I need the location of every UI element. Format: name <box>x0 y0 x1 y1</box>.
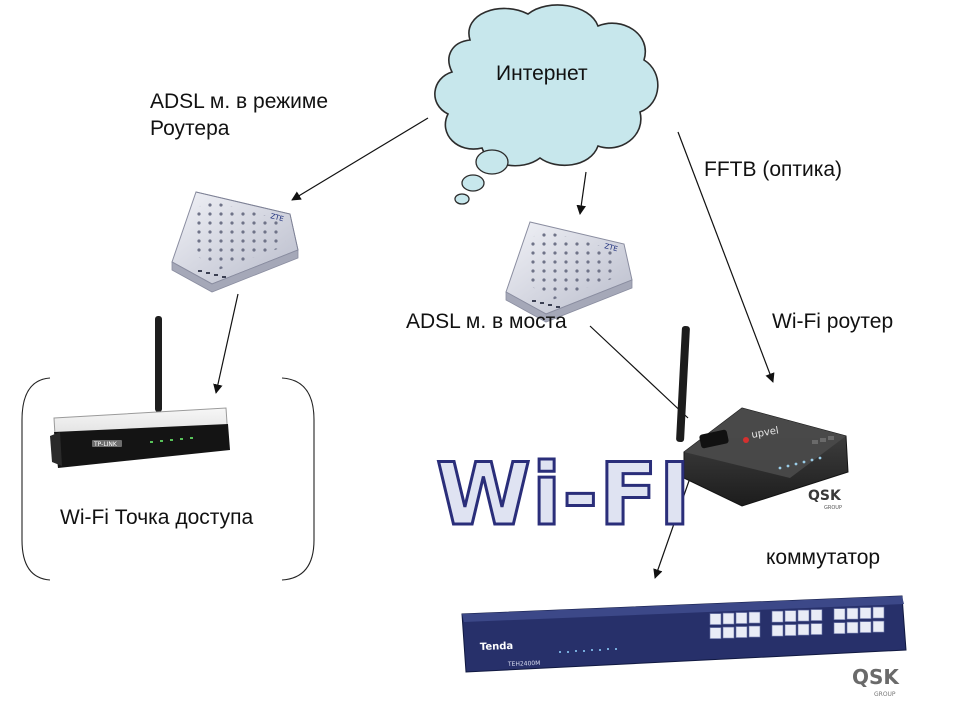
upvel-brand: upvel <box>751 425 780 441</box>
switch-port <box>872 620 885 633</box>
access-point-bracket <box>21 377 315 581</box>
qsk-logo-switch: QSK GROUP <box>852 665 900 698</box>
ap-antenna <box>155 316 162 412</box>
arrow-wifi-router-to-switch <box>653 477 691 579</box>
switch-port <box>771 610 784 623</box>
router-antenna <box>676 326 690 442</box>
qsk-logo-sub-1: GROUP <box>824 505 842 511</box>
switch-port <box>797 623 810 636</box>
switch-port <box>784 610 797 622</box>
connections <box>213 117 775 579</box>
qsk-logo-text-2: QSK <box>852 665 900 689</box>
switch-port <box>833 622 846 634</box>
switch-port <box>833 608 846 620</box>
upvel-wifi-router: upvel <box>676 326 849 507</box>
label-switch: коммутатор <box>766 546 881 569</box>
switch-port <box>859 621 872 633</box>
label-adsl-router-mode: ADSL м. в режиме Роутера <box>150 90 329 140</box>
cloud-shape <box>434 4 659 167</box>
switch-port <box>810 609 823 621</box>
switch-port <box>722 612 735 625</box>
tenda-switch: Tenda TEH2400M <box>461 595 907 673</box>
switch-port <box>735 626 748 638</box>
arrow-internet-to-adsl-router <box>291 117 429 201</box>
arrow-internet-to-wifi-router <box>677 131 775 383</box>
qsk-logo-router: QSK GROUP <box>808 488 842 511</box>
modem-brand-2: ZTE <box>604 242 619 253</box>
switch-port <box>846 607 859 620</box>
switch-port <box>797 609 810 622</box>
label-wifi-router: Wi-Fi роутер <box>772 310 894 333</box>
switch-port <box>722 626 735 639</box>
adsl-modem-router: ZTE <box>171 191 299 293</box>
qsk-logo-text-1: QSK <box>808 488 842 504</box>
label-internet: Интернет <box>496 62 588 85</box>
switch-port <box>784 624 797 636</box>
arrow-internet-to-adsl-bridge <box>576 171 587 215</box>
cloud-bubble-large <box>475 149 509 175</box>
switch-ports <box>709 606 885 639</box>
line-adsl-bridge-to-wifi-router <box>589 325 689 419</box>
cloud-bubble-small <box>454 193 470 205</box>
modem-brand-1: ZTE <box>270 212 285 223</box>
arrow-adsl-router-to-access-point <box>213 293 239 394</box>
switch-model: TEH2400M <box>507 660 541 668</box>
switch-port <box>872 606 885 619</box>
internet-cloud <box>434 4 659 205</box>
tp-link-access-point: TP-LINK <box>50 316 230 468</box>
switch-port <box>771 624 784 637</box>
switch-port <box>859 607 872 619</box>
tenda-brand: Tenda <box>480 641 514 653</box>
switch-port <box>709 613 722 625</box>
label-wifi-access-point: Wi-Fi Точка доступа <box>60 506 254 529</box>
label-adsl-bridge-mode: ADSL м. в моста <box>406 310 567 333</box>
switch-port <box>846 621 859 634</box>
adsl-modem-bridge: ZTE <box>505 221 633 323</box>
qsk-logo-sub-2: GROUP <box>874 691 896 698</box>
switch-port <box>709 627 722 639</box>
switch-port <box>748 611 761 624</box>
tp-link-brand: TP-LINK <box>93 441 118 448</box>
label-fftb-optics: FFTB (оптика) <box>704 158 843 181</box>
cloud-bubble-medium <box>461 174 485 192</box>
wifi-logo: Wi-FI <box>436 445 692 545</box>
switch-port <box>810 623 823 635</box>
switch-port <box>735 612 748 624</box>
switch-port <box>748 625 761 638</box>
